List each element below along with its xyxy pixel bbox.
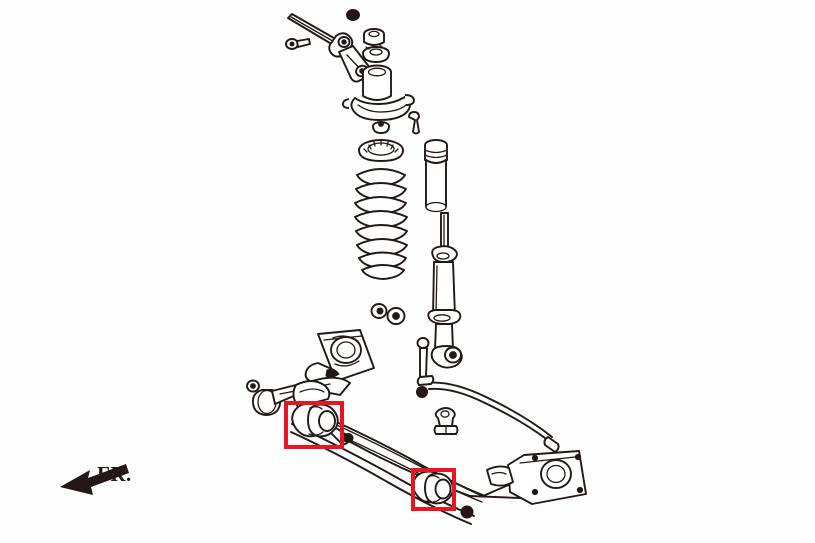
bump-stop	[424, 139, 448, 213]
highlight-box-trailing-arm-bushing-right[interactable]	[411, 468, 456, 511]
direction-arrow-icon	[60, 464, 129, 495]
spindle-plate-left	[304, 329, 375, 385]
shock-lower-bolt	[416, 337, 430, 379]
strut-top-nut	[346, 9, 360, 21]
strut-brace-rod	[287, 13, 373, 83]
spring-upper-disc	[372, 121, 390, 134]
washer-small	[370, 303, 388, 319]
strut-top-mount	[342, 64, 415, 121]
strut-mount-bolt	[285, 38, 311, 50]
washer-large	[386, 307, 406, 325]
trailing-arm-bushing-left	[291, 402, 354, 446]
upper-insulator	[362, 44, 390, 63]
upper-spring-seat	[358, 139, 404, 162]
brake-line-clip	[433, 407, 459, 435]
shock-absorber	[427, 212, 463, 369]
highlight-box-trailing-arm-bushing-left[interactable]	[284, 401, 344, 449]
spindle-plate-right	[486, 450, 587, 505]
coil-spring	[354, 168, 408, 280]
strut-bearing	[363, 28, 385, 46]
strut-flange-bolt	[408, 111, 420, 135]
direction-label: FR.	[97, 462, 132, 486]
washer-tiny-left	[246, 379, 260, 393]
